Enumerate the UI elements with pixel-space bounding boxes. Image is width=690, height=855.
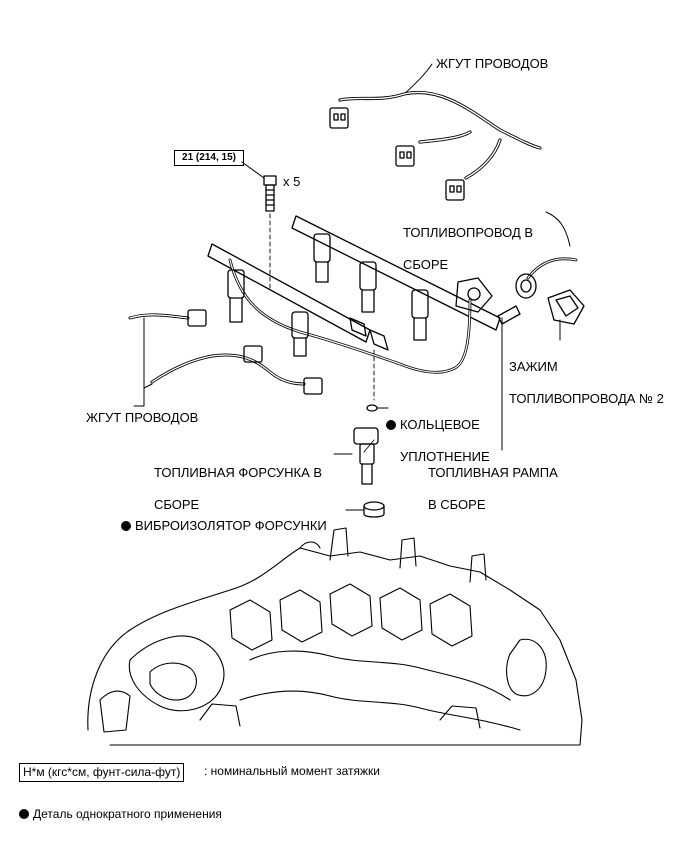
legend-torque-unit: Н*м (кгс*см, фунт-сила-фут) [19, 763, 185, 782]
label-wire-harness-top: ЖГУТ ПРОВОДОВ [436, 56, 549, 71]
label-o-ring-line1: КОЛЬЦЕВОЕ [400, 417, 480, 432]
engine-block [87, 527, 583, 746]
label-clamp-line1: ЗАЖИМ [509, 359, 558, 374]
single-use-dot-icon [19, 809, 29, 819]
o-ring [366, 349, 389, 412]
label-fuel-pipe-line2: СБОРЕ [403, 257, 449, 272]
rail-injectors [227, 233, 429, 357]
single-use-dot-icon [386, 420, 396, 430]
bolt-quantity: x 5 [283, 174, 301, 189]
label-o-ring-line2: УПЛОТНЕНИЕ [400, 449, 490, 464]
label-o-ring: КОЛЬЦЕВОЕ УПЛОТНЕНИЕ [386, 401, 490, 465]
torque-spec-box: 21 (214, 15) [174, 150, 244, 166]
bolt [241, 161, 277, 291]
label-injector-line1: ТОПЛИВНАЯ ФОРСУНКА В [154, 465, 323, 480]
legend-single-use-text: Деталь однократного применения [33, 807, 222, 821]
label-injector-line2: СБОРЕ [154, 497, 200, 512]
label-insulator-text: ВИБРОИЗОЛЯТОР ФОРСУНКИ [135, 518, 327, 533]
label-injector-insulator: ВИБРОИЗОЛЯТОР ФОРСУНКИ [121, 502, 327, 534]
label-clamp-line2: ТОПЛИВОПРОВОДА № 2 [509, 391, 664, 406]
legend-torque-description: : номинальный момент затяжки [204, 764, 380, 778]
label-wire-harness-left: ЖГУТ ПРОВОДОВ [86, 410, 199, 425]
single-use-dot-icon [121, 521, 131, 531]
label-fuel-pipe-line1: ТОПЛИВОПРОВОД В [403, 225, 534, 240]
injector-assembly [333, 427, 379, 485]
leader-lines [501, 317, 561, 451]
fuel-pipe [515, 211, 585, 325]
label-injector: ТОПЛИВНАЯ ФОРСУНКА В СБОРЕ [154, 449, 322, 513]
label-fuel-pipe-clamp: ЗАЖИМ ТОПЛИВОПРОВОДА № 2 [509, 343, 664, 407]
label-fuel-pipe: ТОПЛИВОПРОВОД В СБОРЕ [403, 209, 533, 273]
label-fuel-rail-line1: ТОПЛИВНАЯ РАМПА [428, 465, 558, 480]
fuel-rail [207, 215, 521, 374]
wire-harness-top [329, 63, 542, 201]
legend-single-use: Деталь однократного применения [19, 806, 222, 823]
label-fuel-rail: ТОПЛИВНАЯ РАМПА В СБОРЕ [428, 449, 558, 513]
wire-harness-left [128, 309, 323, 407]
injector-insulator [345, 501, 385, 518]
label-fuel-rail-line2: В СБОРЕ [428, 497, 486, 512]
